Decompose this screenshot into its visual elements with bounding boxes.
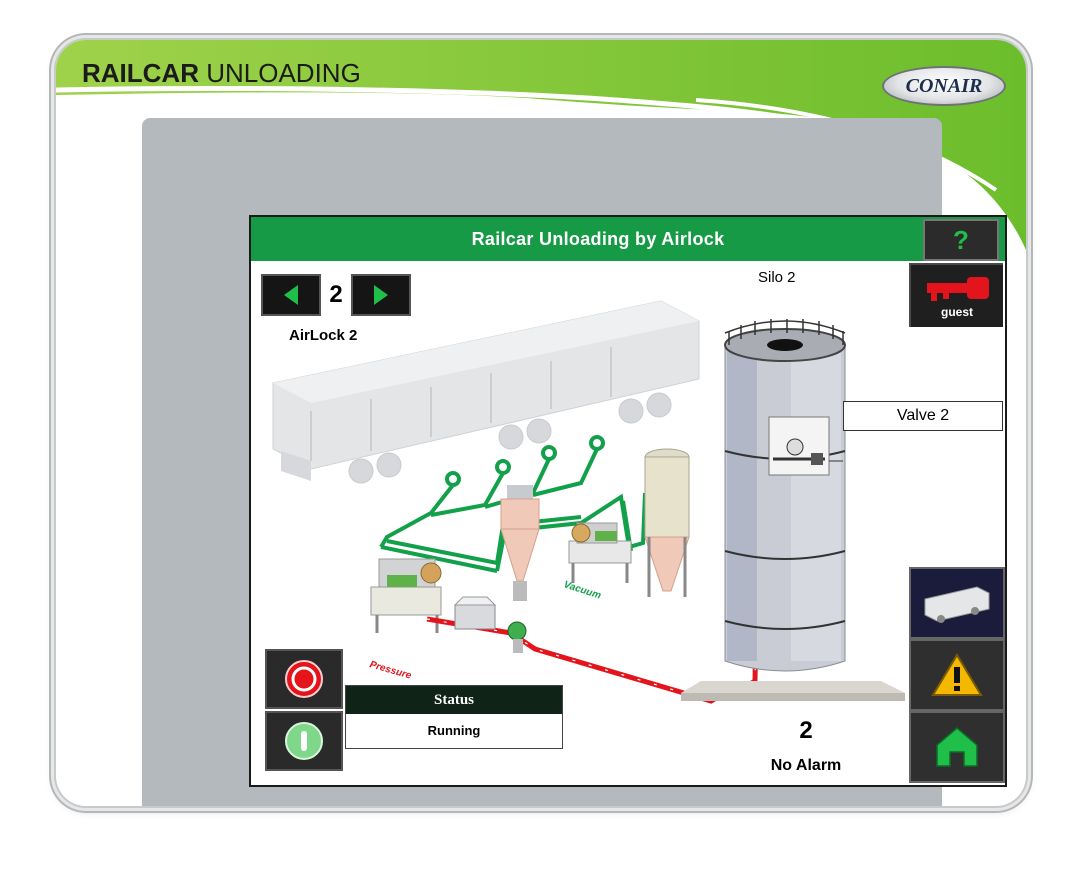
status-value: Running [346, 714, 562, 747]
screen-title: Railcar Unloading by Airlock [471, 228, 725, 249]
alarm-status-text: No Alarm [770, 757, 842, 774]
start-button[interactable] [265, 711, 343, 771]
airlock-label: AirLock 2 [289, 327, 358, 344]
alarm-button[interactable] [909, 639, 1005, 711]
status-header: Status [346, 686, 562, 714]
hmi-screen: Railcar Unloading by Airlock ? [249, 215, 1007, 787]
filter-receiver-graphic [644, 448, 690, 597]
railcar-view-button[interactable] [909, 567, 1005, 639]
brand-title: RAILCAR UNLOADING [82, 58, 361, 89]
right-arrow-icon [374, 285, 388, 305]
silo-label: Silo 2 [758, 269, 796, 286]
pressure-blower-graphic [370, 558, 442, 633]
start-icon [285, 722, 323, 760]
prev-airlock-button[interactable] [261, 274, 321, 316]
stop-icon [285, 660, 323, 698]
airlock-valve-graphic [453, 596, 527, 653]
brand-title-rest: UNLOADING [199, 58, 361, 88]
help-button[interactable]: ? [923, 219, 999, 261]
brand-title-bold: RAILCAR [82, 58, 199, 88]
railcar-graphic [272, 300, 700, 484]
valve-graphic [768, 416, 843, 476]
airlock-pager: 2 [261, 274, 411, 316]
cyclone-graphic [500, 485, 540, 601]
airlock-number: 2 [329, 281, 343, 308]
home-button[interactable] [909, 711, 1005, 783]
silo-graphic [681, 319, 905, 701]
key-icon [927, 277, 989, 301]
process-diagram [272, 300, 905, 704]
next-airlock-button[interactable] [351, 274, 411, 316]
stop-button[interactable] [265, 649, 343, 709]
device-frame: RAILCAR UNLOADING CONAIR Railcar Unloadi… [56, 40, 1026, 806]
valve-label: Valve 2 [843, 401, 1003, 431]
user-label: guest [940, 305, 973, 319]
home-icon [936, 727, 978, 767]
railcar-icon [924, 586, 990, 623]
login-key-button[interactable]: guest [909, 263, 1003, 327]
warning-icon [931, 653, 983, 696]
screen-title-bar: Railcar Unloading by Airlock [251, 217, 1005, 261]
status-panel: Status Running [345, 685, 563, 749]
hmi-bezel: Railcar Unloading by Airlock ? [142, 118, 1007, 806]
help-icon: ? [953, 224, 969, 255]
vacuum-pump-graphic [568, 522, 632, 583]
left-arrow-icon [284, 285, 298, 305]
alarm-count: 2 [799, 717, 813, 744]
conair-logo: CONAIR [882, 66, 1006, 106]
